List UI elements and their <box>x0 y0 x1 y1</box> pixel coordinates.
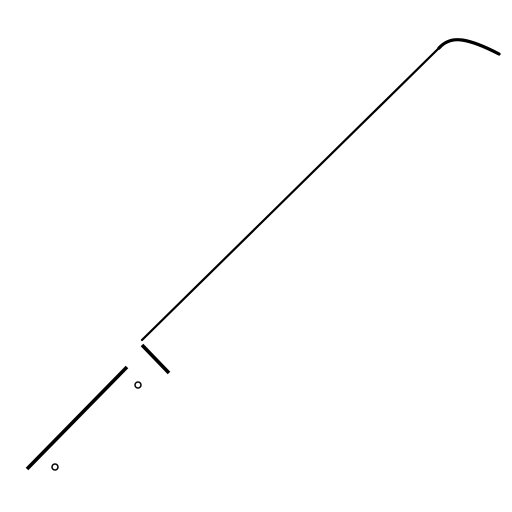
lower-small-circle <box>51 463 59 471</box>
long-diagonal-line <box>140 46 441 342</box>
upper-small-circle <box>134 381 142 389</box>
top-right-curved-hook <box>437 38 501 56</box>
short-angled-bracket <box>140 343 171 375</box>
lower-thick-segment <box>25 365 129 471</box>
